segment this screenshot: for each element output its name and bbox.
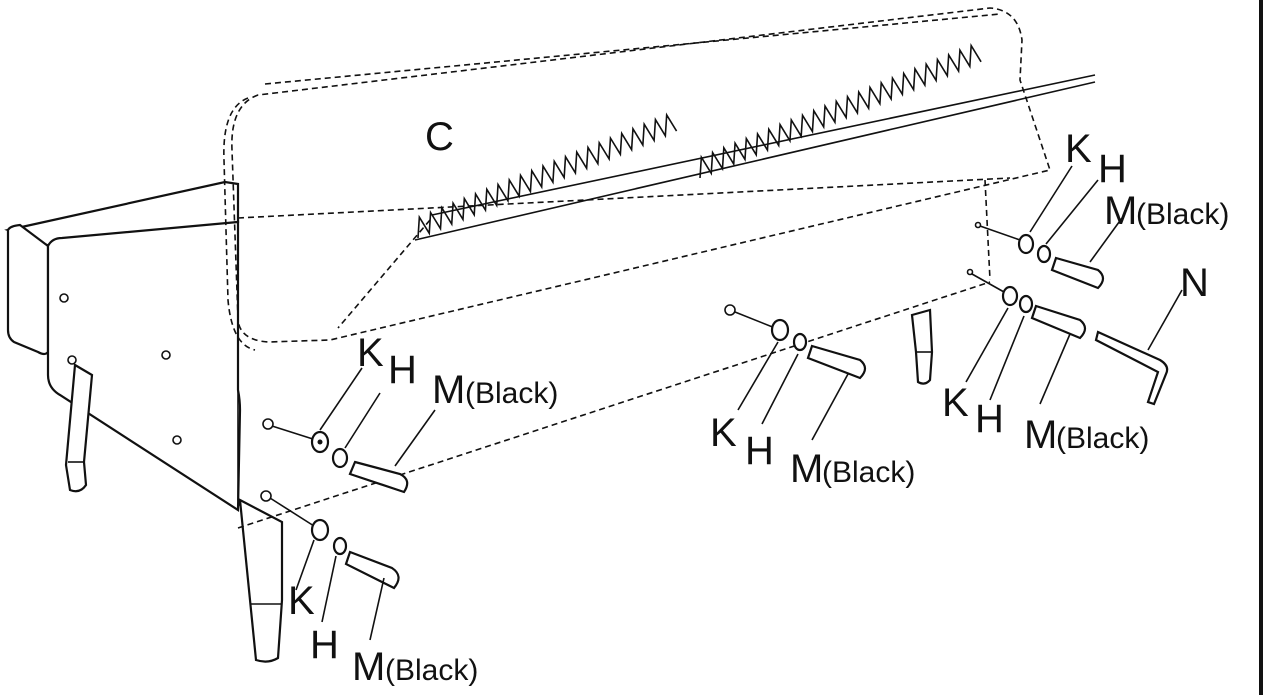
label-k: K xyxy=(942,381,969,425)
label-k: K xyxy=(288,579,315,623)
hole xyxy=(724,304,736,316)
seat-front-edge xyxy=(237,281,991,529)
lock-washer-h xyxy=(1018,294,1034,314)
label-m: M xyxy=(1024,413,1057,457)
label-black: (Black) xyxy=(465,377,558,410)
hardware-group-center: K H M (Black) xyxy=(710,311,915,491)
fabric-zigzag xyxy=(417,112,678,239)
leg-left-front xyxy=(64,363,94,493)
backrest-side xyxy=(984,179,991,281)
leg-center-front xyxy=(238,498,284,663)
leader xyxy=(965,307,1009,383)
label-m: M xyxy=(432,368,465,412)
hardware-group-right-lower: K H M (Black) xyxy=(942,273,1149,457)
bolt-m xyxy=(1030,304,1087,340)
bolt-m xyxy=(344,550,400,590)
leader xyxy=(394,409,436,467)
guide-line xyxy=(979,225,1021,241)
hole xyxy=(260,490,272,502)
leader xyxy=(811,373,849,441)
label-h: H xyxy=(388,348,417,392)
hole xyxy=(161,350,171,360)
label-h: H xyxy=(310,623,339,667)
leader xyxy=(1039,333,1071,405)
fabric-zigzag xyxy=(699,43,982,179)
hole xyxy=(172,435,182,445)
fabric-band xyxy=(414,74,1096,241)
leader xyxy=(1147,289,1183,351)
lock-washer-h xyxy=(332,536,348,556)
backrest-outline xyxy=(231,7,1052,343)
allen-key-shape xyxy=(1094,330,1169,406)
backrest-fold xyxy=(337,219,431,329)
leader xyxy=(369,577,385,641)
hole xyxy=(966,268,974,276)
hardware-group-left-lower: K H M (Black) xyxy=(269,497,478,689)
label-black: (Black) xyxy=(1056,422,1149,455)
hole xyxy=(974,221,982,229)
leader xyxy=(989,315,1025,401)
guide-line xyxy=(271,425,317,441)
sofa-base xyxy=(4,180,982,521)
label-k: K xyxy=(1065,127,1092,171)
hole xyxy=(67,355,77,365)
allen-key-n: N xyxy=(1094,261,1209,406)
washer-k xyxy=(310,518,330,542)
hardware-group-right-upper: K H M (Black) xyxy=(979,127,1229,290)
label-n: N xyxy=(1180,261,1209,305)
left-side-panel xyxy=(46,220,242,512)
backrest-top-edge xyxy=(264,13,1001,85)
guide-line xyxy=(269,497,315,527)
washer-hole xyxy=(317,439,323,445)
leader xyxy=(321,555,337,623)
guide-line xyxy=(971,273,1005,293)
bolt-m xyxy=(806,344,867,380)
bolt-m xyxy=(1050,256,1105,290)
hole xyxy=(59,293,69,303)
lock-washer-h xyxy=(331,447,349,469)
label-black: (Black) xyxy=(1136,198,1229,231)
leg-right-back xyxy=(910,308,934,385)
washer-k xyxy=(1017,233,1035,255)
hardware-group-left-upper: K H M (Black) xyxy=(271,331,558,494)
leader xyxy=(344,392,381,449)
leader xyxy=(1045,179,1099,245)
label-h: H xyxy=(975,397,1004,441)
legs xyxy=(64,308,934,663)
leader xyxy=(1029,165,1073,233)
backrest-seam xyxy=(237,177,1011,219)
label-m: M xyxy=(352,645,385,689)
label-k: K xyxy=(357,331,384,375)
leader xyxy=(737,341,779,411)
leader xyxy=(319,367,363,431)
bolt-m xyxy=(348,460,409,494)
label-h: H xyxy=(745,429,774,473)
guide-line xyxy=(734,311,776,329)
label-m: M xyxy=(790,447,823,491)
lock-washer-h xyxy=(792,332,808,352)
leader xyxy=(295,539,315,591)
hole xyxy=(262,418,274,430)
label-h: H xyxy=(1098,147,1127,191)
label-black: (Black) xyxy=(385,654,478,687)
left-arm-front xyxy=(6,223,50,356)
washer-k xyxy=(1001,285,1019,307)
lock-washer-h xyxy=(1036,244,1052,264)
leader xyxy=(761,353,799,425)
washer-k xyxy=(770,318,790,342)
backrest-panel-c: C xyxy=(223,7,1096,529)
panel-label: C xyxy=(425,115,454,159)
backrest-inner xyxy=(223,97,256,351)
label-k: K xyxy=(710,411,737,455)
label-m: M xyxy=(1104,189,1137,233)
leader xyxy=(1089,217,1123,263)
label-black: (Black) xyxy=(822,456,915,489)
